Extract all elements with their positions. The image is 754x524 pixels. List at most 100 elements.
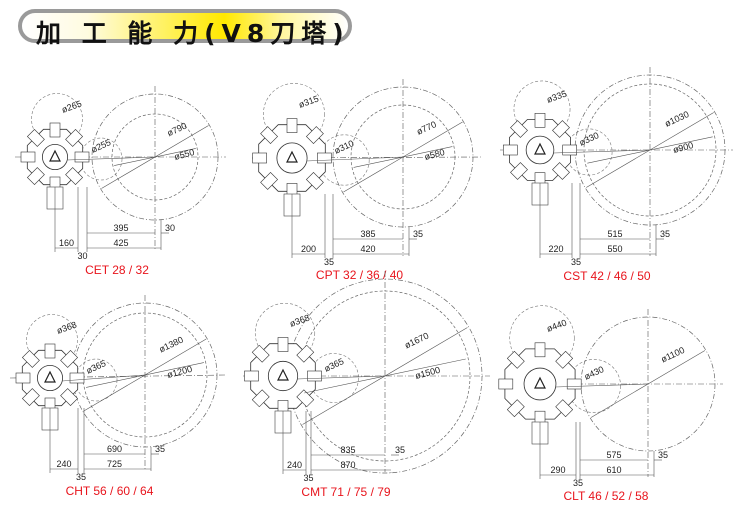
tool-holder: [60, 388, 79, 407]
tool-holder: [566, 378, 582, 390]
dimension-gap-label: 35: [573, 478, 583, 488]
tool-diameter-top-label: ø368: [55, 319, 78, 335]
tool-holder: [20, 151, 36, 163]
dimension-left-label: 240: [287, 460, 302, 470]
tool-diameter-top-label: ø440: [545, 317, 568, 333]
tool-holder: [260, 172, 278, 190]
tool-diameter-side-label: ø430: [583, 364, 606, 382]
inner-diameter-label: ø1500: [414, 365, 441, 381]
dimension-row1-label: 835: [340, 445, 355, 455]
tool-reach-leader: [553, 149, 651, 154]
tool-reach-leader: [61, 374, 146, 382]
tool-holder: [65, 128, 84, 147]
dimension-row1-extra-label: 35: [413, 229, 423, 239]
tool-holder: [260, 126, 278, 144]
tool-circle-top: [31, 93, 83, 145]
tool-circle-side: [567, 359, 621, 413]
swing-circle-inner: [350, 104, 456, 210]
tool-holder: [296, 389, 315, 408]
dimension-gap-label: 30: [77, 251, 87, 261]
tool-holder: [562, 144, 578, 156]
swing-circle-outer: [332, 86, 474, 228]
dimension-row2-label: 425: [113, 238, 128, 248]
dimension-gap-label: 35: [303, 473, 313, 483]
dimension-row2-label: 420: [360, 244, 375, 254]
outer-diameter-label: ø790: [165, 120, 188, 138]
tool-holder: [506, 350, 525, 369]
outer-diameter-label: ø1100: [659, 345, 686, 365]
tool-diameter-top-label: ø265: [60, 98, 83, 114]
tool-holder: [296, 344, 315, 363]
tool-holder: [552, 120, 570, 138]
tool-holder: [251, 389, 270, 408]
outer-diameter-label: ø1670: [403, 331, 430, 351]
model-title: CET 28 / 32: [85, 263, 149, 277]
turret-index-icon: [277, 368, 289, 381]
outer-diameter-label: ø1380: [157, 335, 184, 355]
dimension-row1-label: 395: [113, 223, 128, 233]
outer-diameter-label: ø1030: [663, 109, 690, 129]
tool-holder: [498, 378, 514, 390]
tool-holder: [69, 372, 85, 384]
swing-circle-outer: [91, 93, 219, 221]
inner-diameter-label: ø1200: [166, 364, 193, 380]
turret-hub: [525, 135, 555, 165]
tool-diameter-side-label: ø330: [578, 130, 601, 148]
tool-holder: [534, 113, 546, 128]
tool-reach-leader: [66, 156, 156, 161]
tool-holder: [65, 167, 84, 186]
tool-diameter-top-label: ø335: [545, 88, 568, 104]
turret-hub: [276, 142, 308, 174]
dimension-row1-extra-label: 35: [395, 445, 405, 455]
dimension-row2-label: 610: [606, 465, 621, 475]
tool-reach-leader: [296, 375, 386, 380]
swing-circle-outer: [72, 302, 218, 448]
tool-holder: [44, 343, 56, 359]
inner-diameter-label: ø580: [423, 147, 445, 162]
outer-diameter-label: ø770: [415, 119, 438, 137]
swing-circle-inner: [583, 83, 717, 217]
model-title: CLT 46 / 52 / 58: [564, 489, 649, 503]
turret-hub: [523, 367, 557, 401]
tool-holder: [49, 122, 61, 138]
tool-diameter-side-label: ø310: [333, 138, 356, 156]
tool-holder: [21, 388, 40, 407]
dimension-row2-label: 870: [340, 460, 355, 470]
model-title: CPT 32 / 36 / 40: [316, 268, 403, 282]
tool-holder: [74, 151, 90, 163]
tool-reach-leader: [555, 383, 649, 388]
tool-holder: [306, 126, 324, 144]
dimension-row1-label: 385: [360, 229, 375, 239]
page-title: 加 工 能 力(V8刀塔): [36, 19, 350, 48]
dimension-left-label: 220: [548, 244, 563, 254]
tool-holder: [306, 172, 324, 190]
turret-index-icon: [534, 142, 546, 155]
tool-holder: [252, 152, 267, 164]
dimension-gap-label: 35: [571, 257, 581, 267]
model-title: CHT 56 / 60 / 64: [66, 484, 154, 498]
dimension-left-label: 200: [301, 244, 316, 254]
dimension-row2-label: 550: [607, 244, 622, 254]
tool-holder: [317, 152, 332, 164]
tool-diameter-top-label: ø368: [288, 312, 311, 328]
tool-holder: [15, 372, 31, 384]
inner-diameter-label: ø900: [672, 140, 694, 155]
dimension-row1-label: 690: [107, 444, 122, 454]
turret-index-icon: [44, 370, 56, 383]
turret-index-icon: [534, 376, 546, 389]
tool-reach-leader: [306, 156, 404, 162]
tool-holder: [552, 162, 570, 180]
dimension-row1-extra-label: 30: [165, 223, 175, 233]
tool-holder: [286, 118, 298, 133]
dimension-row2-label: 725: [107, 459, 122, 469]
swing-circle-inner: [111, 113, 199, 201]
tool-holder: [555, 399, 574, 418]
model-title: CMT 71 / 75 / 79: [301, 485, 390, 499]
tool-holder: [502, 144, 518, 156]
tool-holder: [26, 167, 45, 186]
turret-hub: [42, 143, 69, 170]
tool-holder: [244, 370, 259, 382]
tool-diameter-side-label: ø365: [323, 356, 346, 374]
tool-circle-top: [513, 80, 571, 138]
tool-diameter-top-label: ø315: [297, 93, 320, 109]
